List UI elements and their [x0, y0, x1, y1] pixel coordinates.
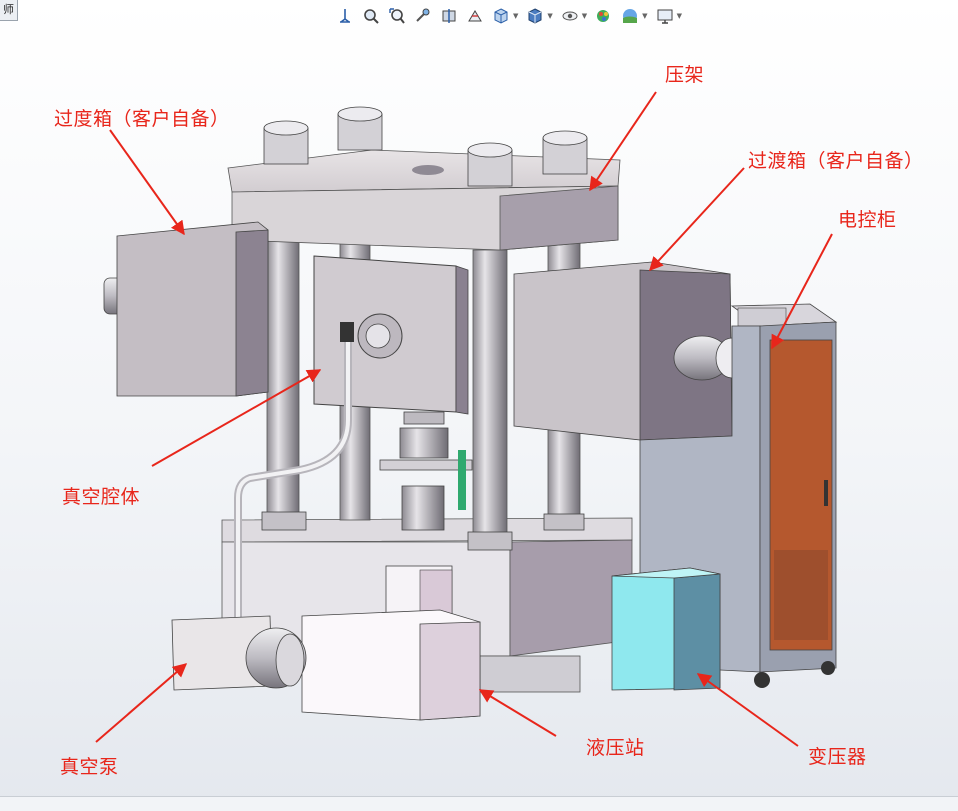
callout-press-frame: 压架	[665, 64, 705, 86]
heads-up-view-toolbar: ▼ ▼ ▼ ▼ ▼	[334, 4, 688, 28]
transition-box-left	[103, 221, 269, 397]
vacuum-pump	[171, 615, 307, 691]
view-settings-dropdown-chevron[interactable]: ▼	[676, 12, 682, 20]
view-orientation-icon[interactable]	[334, 5, 356, 27]
callout-transformer: 变压器	[808, 746, 867, 768]
display-style-icon[interactable]	[524, 5, 546, 27]
callout-hydraulic-station: 液压站	[586, 737, 645, 759]
press-columns	[261, 231, 585, 551]
transformer	[611, 567, 721, 691]
transition-box-right	[513, 261, 749, 441]
callout-vacuum-chamber: 真空腔体	[62, 486, 141, 508]
previous-view-icon[interactable]	[412, 5, 434, 27]
view-orientation-cube-icon[interactable]	[490, 5, 512, 27]
callout-transition-box-left: 过度箱（客户自备）	[54, 108, 230, 130]
apply-scene-icon[interactable]	[619, 5, 641, 27]
callout-vacuum-pump: 真空泵	[60, 756, 119, 778]
display-style-dropdown-chevron[interactable]: ▼	[547, 12, 553, 20]
press-frame-crosshead	[227, 106, 621, 251]
zoom-area-icon[interactable]	[386, 5, 408, 27]
dynamic-annotation-icon[interactable]	[464, 5, 486, 27]
hide-show-dropdown-chevron[interactable]: ▼	[581, 12, 588, 20]
vacuum-chamber	[234, 255, 473, 620]
hydraulic-station	[301, 565, 481, 721]
control-cabinet	[639, 303, 838, 688]
callout-transition-box-right: 过渡箱（客户自备）	[748, 150, 924, 172]
zoom-to-fit-icon[interactable]	[360, 5, 382, 27]
scene-dropdown-chevron[interactable]: ▼	[642, 12, 648, 20]
edit-appearance-icon[interactable]	[593, 5, 615, 27]
callout-control-cabinet: 电控柜	[838, 209, 897, 231]
view-settings-icon[interactable]	[654, 5, 676, 27]
window-tab-fragment[interactable]: 师	[0, 0, 18, 21]
status-strip	[0, 796, 958, 811]
orientation-dropdown-chevron[interactable]: ▼	[513, 12, 519, 20]
hide-show-icon[interactable]	[559, 5, 581, 27]
section-view-icon[interactable]	[438, 5, 460, 27]
callout-arrows	[95, 91, 833, 747]
